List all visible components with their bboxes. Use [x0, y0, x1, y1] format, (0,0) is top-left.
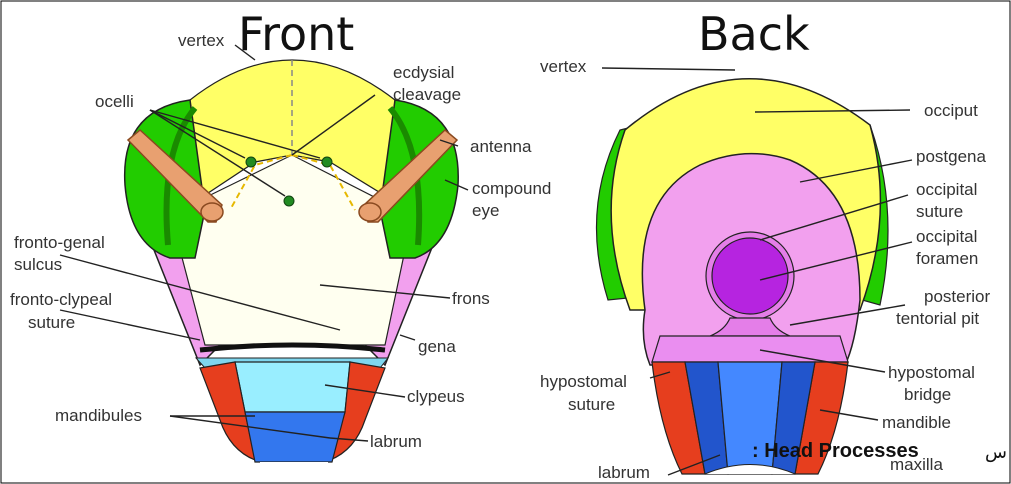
label-postgena: postgena — [916, 147, 986, 166]
clypeus-region — [235, 362, 350, 412]
label-mandibules: mandibules — [55, 406, 142, 425]
label-clypeus: clypeus — [407, 387, 465, 406]
ocellus-left — [246, 157, 256, 167]
label-ocelli: ocelli — [95, 92, 134, 111]
front-title: Front — [238, 7, 354, 61]
label-ecdysial-2: cleavage — [393, 85, 461, 104]
hypostomal-bridge — [652, 336, 848, 362]
label-posterior-2: tentorial pit — [896, 309, 979, 328]
label-occipital-foramen-2: foramen — [916, 249, 978, 268]
label-frontogenal-1: fronto-genal — [14, 233, 105, 252]
label-hypostomal-bridge-2: bridge — [904, 385, 951, 404]
label-mandible-back: mandible — [882, 413, 951, 432]
label-vertex-back: vertex — [540, 57, 587, 76]
ocellus-right — [322, 157, 332, 167]
back-title: Back — [698, 7, 810, 61]
label-antenna: antenna — [470, 137, 532, 156]
caption-mark: س — [985, 442, 1007, 463]
label-posterior-1: posterior — [924, 287, 990, 306]
label-gena: gena — [418, 337, 456, 356]
label-frons: frons — [452, 289, 490, 308]
caption-title: : Head Processes — [752, 440, 919, 463]
label-compound-1: compound — [472, 179, 551, 198]
label-frontoclypeal-1: fronto-clypeal — [10, 290, 112, 309]
label-hypostomal-suture-1: hypostomal — [540, 372, 627, 391]
label-labrum-back: labrum — [598, 463, 650, 482]
labrum-front — [245, 412, 345, 462]
label-frontoclypeal-2: suture — [28, 313, 75, 332]
label-hypostomal-bridge-1: hypostomal — [888, 363, 975, 382]
label-ecdysial-1: ecdysial — [393, 63, 454, 82]
label-hypostomal-suture-2: suture — [568, 395, 615, 414]
label-occipital-suture-2: suture — [916, 202, 963, 221]
label-occipital-suture-1: occipital — [916, 180, 977, 199]
label-occiput: occiput — [924, 101, 978, 120]
ocellus-median — [284, 196, 294, 206]
label-vertex-front: vertex — [178, 31, 225, 50]
label-frontogenal-2: sulcus — [14, 255, 62, 274]
label-compound-2: eye — [472, 201, 499, 220]
label-occipital-foramen-1: occipital — [916, 227, 977, 246]
label-labrum-front: labrum — [370, 432, 422, 451]
